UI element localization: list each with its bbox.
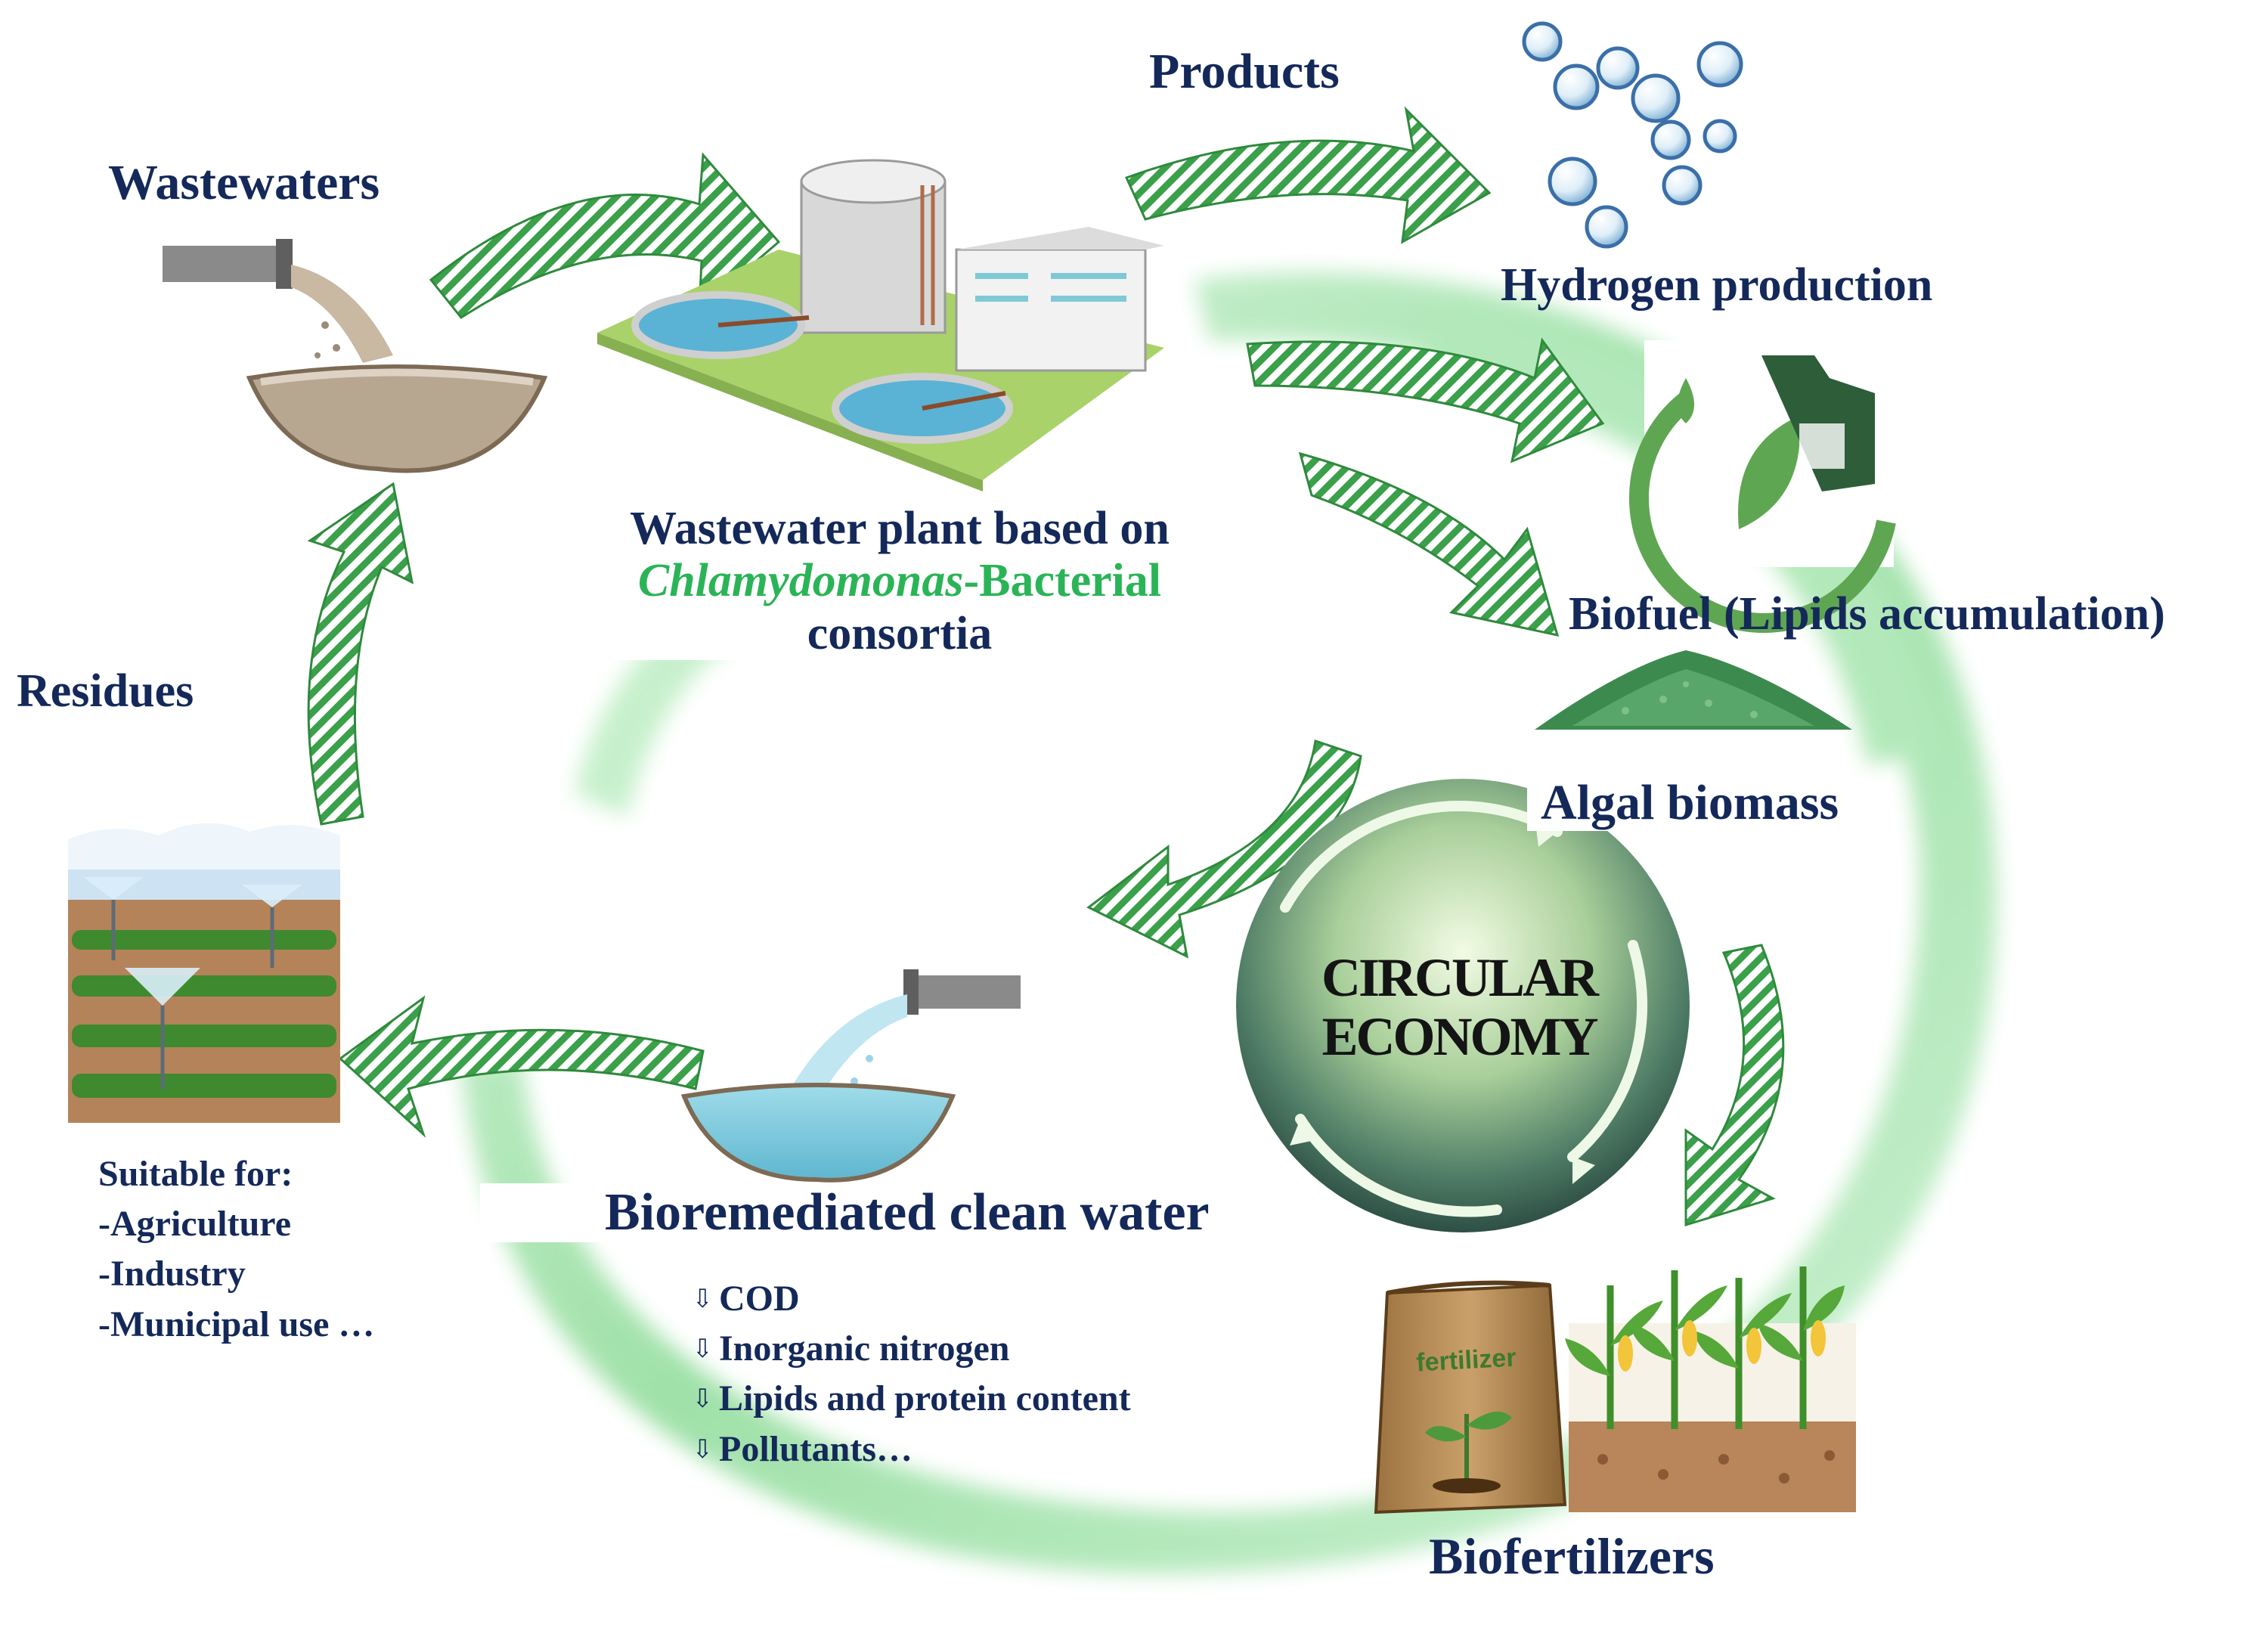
arrow-clean-water-to-residues bbox=[338, 995, 705, 1138]
reduction-item: ⇩Pollutants… bbox=[692, 1425, 1131, 1474]
reduction-item: ⇩Inorganic nitrogen bbox=[692, 1324, 1131, 1374]
circular-line-2: ECONOMY bbox=[1321, 1006, 1599, 1067]
reduction-item-label: Inorganic nitrogen bbox=[719, 1328, 1010, 1369]
label-products: Products bbox=[1149, 44, 1340, 99]
reduction-item: ⇩COD bbox=[692, 1274, 1131, 1324]
plant-genus-suffix: -Bacterial bbox=[963, 555, 1162, 607]
fertilizer-bag-label: fertilizer bbox=[1415, 1344, 1517, 1378]
label-biofuel: Biofuel (Lipids accumulation) bbox=[1569, 588, 2165, 640]
plant-line-2: Chlamydomonas-Bacterial bbox=[575, 555, 1225, 607]
arrow-residues-to-wastewater bbox=[307, 482, 414, 826]
suitable-item: -Industry bbox=[98, 1254, 246, 1294]
label-hydrogen-production: Hydrogen production bbox=[1501, 259, 1933, 311]
algal-biomass-pile-icon bbox=[1535, 650, 1852, 730]
reduction-item-label: COD bbox=[719, 1279, 800, 1319]
plant-line-3: consortia bbox=[807, 607, 993, 659]
arrow-plant-to-hydrogen bbox=[1124, 106, 1492, 244]
suitable-list: -Agriculture -Industry -Municipal use … bbox=[98, 1199, 374, 1350]
reduction-item-label: Lipids and protein content bbox=[719, 1378, 1131, 1419]
circular-economy-globe-icon bbox=[1236, 779, 1690, 1232]
flow-arrows bbox=[307, 106, 1785, 1227]
fertilizer-bag-icon: fertilizer bbox=[1374, 1280, 1567, 1514]
reductions-list: ⇩COD ⇩Inorganic nitrogen ⇩Lipids and pro… bbox=[692, 1274, 1131, 1474]
suitable-heading: Suitable for: bbox=[98, 1154, 293, 1194]
arrow-plant-to-biofuel bbox=[1246, 337, 1605, 463]
suitable-item: -Agriculture bbox=[98, 1204, 292, 1245]
arrow-biomass-to-biofertilizers bbox=[1684, 944, 1785, 1227]
suitable-for-block: Suitable for: -Agriculture -Industry -Mu… bbox=[98, 1149, 374, 1350]
plant-line-1: Wastewater plant based on bbox=[630, 503, 1170, 554]
reduction-item-label: Pollutants… bbox=[719, 1428, 913, 1469]
label-algal-biomass: Algal biomass bbox=[1527, 775, 1853, 831]
label-wastewater-plant: Wastewater plant based on Chlamydomonas-… bbox=[575, 503, 1225, 661]
irrigation-field-icon bbox=[68, 823, 340, 1123]
label-biofertilizers: Biofertilizers bbox=[1429, 1527, 1715, 1585]
circular-economy-label: CIRCULAR ECONOMY bbox=[1255, 947, 1663, 1067]
hydrogen-bubbles-icon bbox=[1522, 21, 1743, 249]
plant-genus: Chlamydomonas bbox=[637, 555, 964, 607]
suitable-item: -Municipal use … bbox=[98, 1304, 375, 1344]
biofuel-pump-icon bbox=[1628, 340, 1896, 633]
corn-field-icon bbox=[1565, 1266, 1856, 1512]
clean-water-pipe-icon bbox=[680, 969, 1021, 1183]
down-arrow-icon: ⇩ bbox=[692, 1435, 714, 1464]
treatment-plant-icon bbox=[597, 159, 1164, 491]
label-residues: Residues bbox=[17, 665, 194, 717]
label-wastewaters: Wastewaters bbox=[108, 155, 380, 210]
down-arrow-icon: ⇩ bbox=[692, 1285, 714, 1313]
arrow-plant-to-biomass bbox=[1298, 451, 1560, 637]
circular-line-1: CIRCULAR bbox=[1321, 947, 1599, 1008]
reduction-item: ⇩Lipids and protein content bbox=[692, 1374, 1131, 1424]
arrow-wastewater-to-plant bbox=[429, 152, 781, 319]
wastewater-pipe-icon bbox=[163, 239, 548, 473]
down-arrow-icon: ⇩ bbox=[692, 1385, 714, 1414]
down-arrow-icon: ⇩ bbox=[692, 1335, 714, 1364]
label-bioremediated-clean-water: Bioremediated clean water bbox=[480, 1183, 1278, 1243]
reductions-block: ⇩COD ⇩Inorganic nitrogen ⇩Lipids and pro… bbox=[692, 1274, 1131, 1474]
